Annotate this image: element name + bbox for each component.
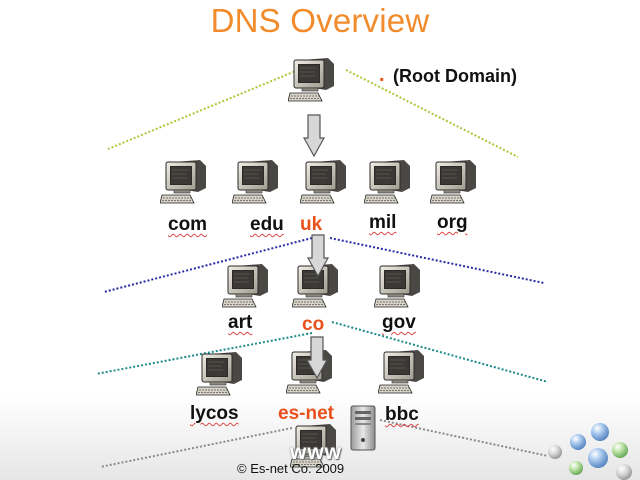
root-computer-icon [287, 56, 336, 102]
co-child-label-lycos: lycos [190, 403, 239, 424]
slide-title: DNS Overview [210, 2, 430, 39]
uk-level-line-right [329, 237, 545, 284]
tld-label-uk: uk [300, 214, 323, 235]
down-arrow-icon [306, 336, 328, 380]
root-level-line-left [107, 69, 299, 150]
host-label-www: www [290, 441, 343, 464]
server-icon [350, 405, 376, 451]
root-level-line-right [345, 69, 519, 158]
co-child-label-bbc: bbc [385, 404, 419, 425]
uk-child-label-co: co [302, 314, 325, 335]
host-level-line-right [379, 419, 549, 457]
lycos-computer-icon [195, 350, 244, 396]
mil-computer-icon [363, 158, 412, 204]
edu-computer-icon [231, 158, 280, 204]
co-child-label-es-net: es-net [278, 403, 334, 424]
copyright-text: © Es-net Co. 2009 [237, 461, 345, 476]
root-domain-label: (Root Domain) [393, 66, 517, 86]
uk-child-label-art: art [228, 312, 253, 333]
org-computer-icon [429, 158, 478, 204]
uk-level-line-left [103, 237, 313, 293]
down-arrow-icon [303, 114, 325, 158]
tld-label-mil: mil [369, 212, 397, 233]
tld-label-edu: edu [250, 214, 284, 235]
uk-child-label-gov: gov [382, 312, 416, 333]
www-computer-icon [289, 422, 338, 468]
tld-label-org: org [437, 212, 468, 233]
co-level-line-right [331, 321, 549, 383]
gov-computer-icon [373, 262, 422, 308]
root-dot: . [379, 64, 385, 86]
uk-computer-icon [299, 158, 348, 204]
down-arrow-icon [307, 234, 329, 278]
tld-label-com: com [168, 214, 208, 235]
bbc-computer-icon [377, 348, 426, 394]
host-level-line-left [99, 427, 293, 468]
art-computer-icon [221, 262, 270, 308]
decorative-bubbles [548, 423, 632, 480]
com-computer-icon [159, 158, 208, 204]
